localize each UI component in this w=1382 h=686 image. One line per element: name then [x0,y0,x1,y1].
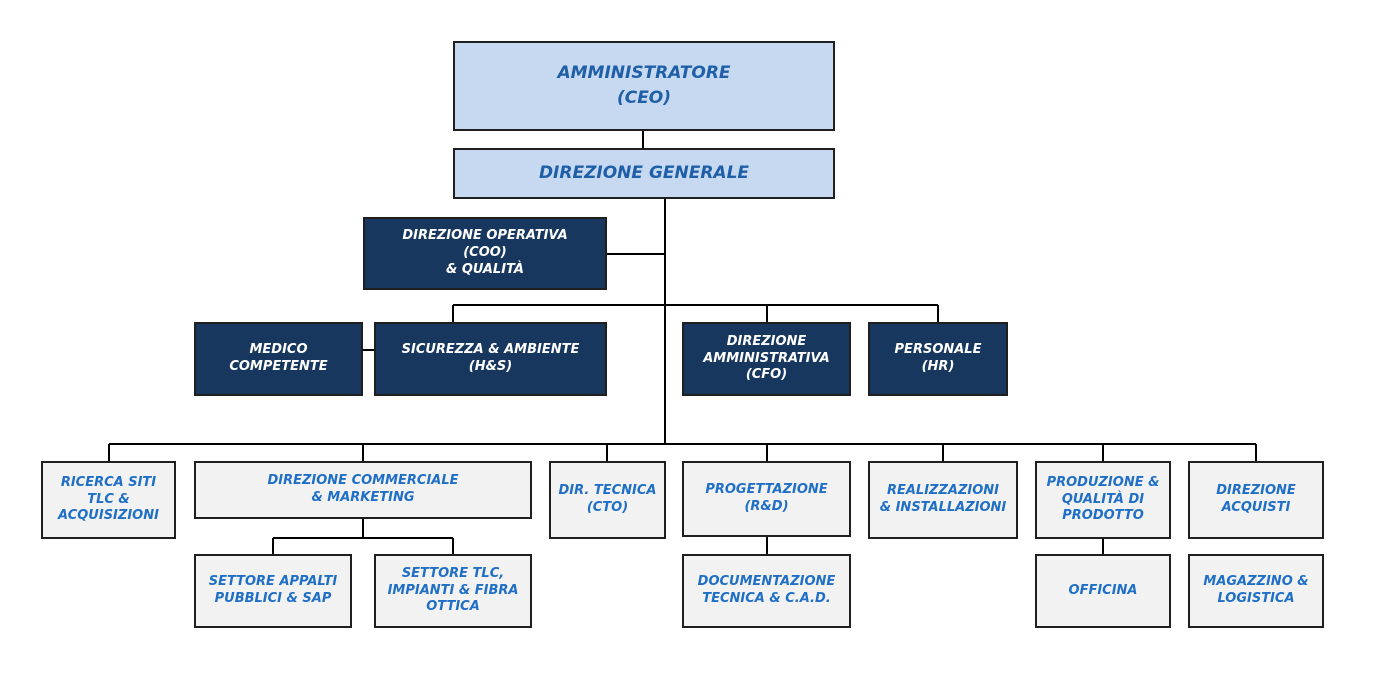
node-progettazione: PROGETTAZIONE (R&D) [682,461,851,537]
node-cfo: DIREZIONE AMMINISTRATIVA (CFO) [682,322,851,396]
node-coo: DIREZIONE OPERATIVA (COO) & QUALITÀ [363,217,607,290]
node-hse: SICUREZZA & AMBIENTE (H&S) [374,322,607,396]
node-officina: OFFICINA [1035,554,1171,628]
node-hr: PERSONALE (HR) [868,322,1008,396]
node-appalti: SETTORE APPALTI PUBBLICI & SAP [194,554,352,628]
node-direzione-generale: DIREZIONE GENERALE [453,148,835,199]
node-tlc-fibra: SETTORE TLC, IMPIANTI & FIBRA OTTICA [374,554,532,628]
node-medico: MEDICO COMPETENTE [194,322,363,396]
node-ceo: AMMINISTRATORE (CEO) [453,41,835,131]
node-cto: DIR. TECNICA (CTO) [549,461,666,539]
node-ricerca-siti: RICERCA SITI TLC & ACQUISIZIONI [41,461,176,539]
node-produzione: PRODUZIONE & QUALITÀ DI PRODOTTO [1035,461,1171,539]
node-documentazione: DOCUMENTAZIONE TECNICA & C.A.D. [682,554,851,628]
node-realizzazioni: REALIZZAZIONI & INSTALLAZIONI [868,461,1018,539]
node-magazzino: MAGAZZINO & LOGISTICA [1188,554,1324,628]
node-acquisti: DIREZIONE ACQUISTI [1188,461,1324,539]
node-commerciale: DIREZIONE COMMERCIALE & MARKETING [194,461,532,519]
